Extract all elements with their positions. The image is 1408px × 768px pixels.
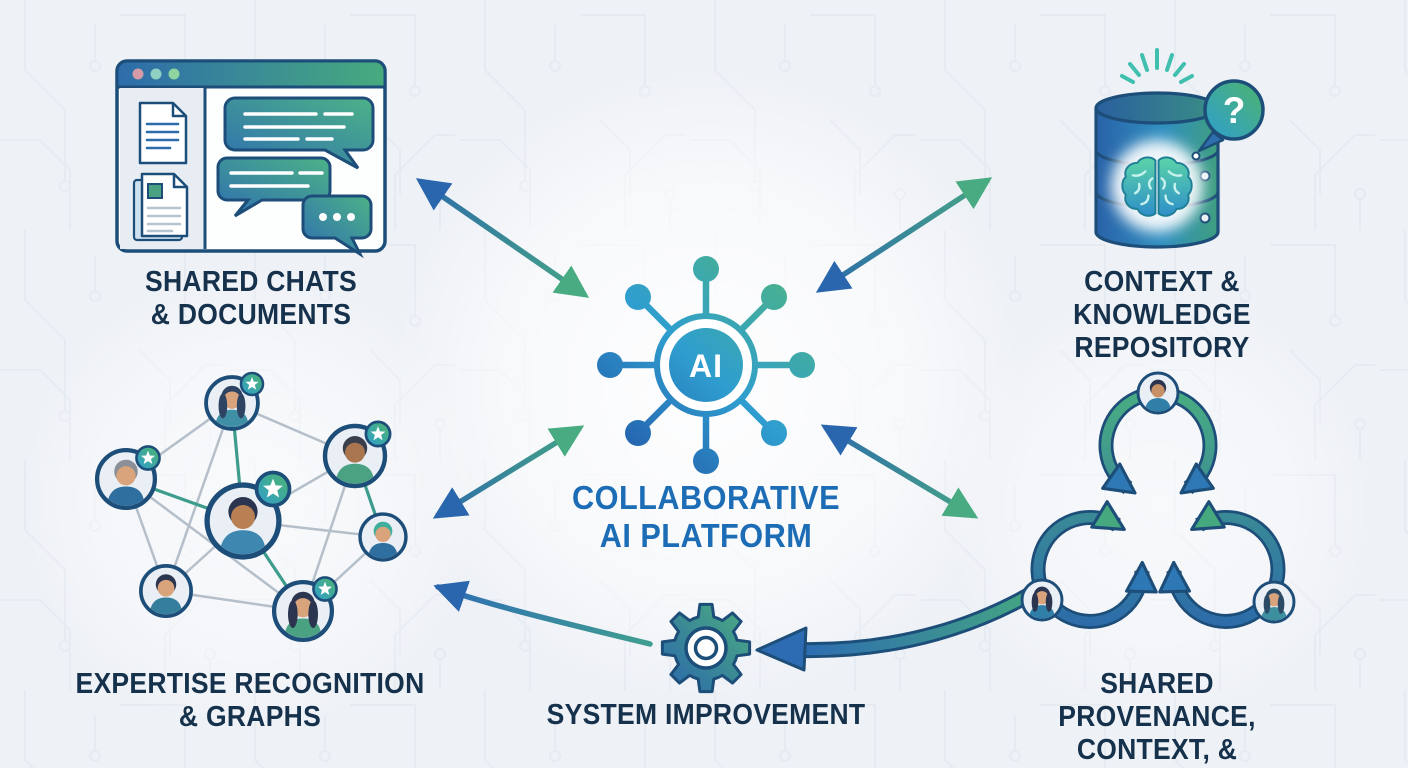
star-badge-icon (364, 420, 392, 448)
double-arrow-hub-loops (820, 424, 979, 519)
label-shared-chats-documents: SHARED CHATS & DOCUMENTS (145, 266, 357, 332)
database-icon: ? (1094, 48, 1265, 249)
double-arrow-hub-repository (815, 177, 993, 293)
question-mark-text: ? (1223, 90, 1246, 131)
gear-icon (660, 602, 752, 694)
curved-arrow-loops-to-gear (755, 580, 1049, 672)
star-badge-icon (312, 576, 338, 602)
star-badge-icon (135, 445, 161, 471)
window-dots (132, 68, 180, 80)
hub-disc (669, 328, 743, 402)
avatar-icon (1022, 580, 1062, 620)
window-titlebar (115, 59, 387, 89)
star-badge-icon (254, 470, 292, 508)
document-icon (138, 101, 188, 165)
label-context-knowledge-repository: CONTEXT & KNOWLEDGE REPOSITORY (1073, 266, 1251, 365)
browser-window-icon (115, 59, 387, 259)
label-collaborative-ai-platform: COLLABORATIVE AI PLATFORM (571, 479, 841, 555)
avatar-icon (141, 566, 191, 616)
avatar-icon (1138, 373, 1178, 413)
question-bubble-icon: ? (1191, 79, 1265, 161)
feedback-loops-icon (1022, 373, 1294, 629)
ai-hub-icon: AI (597, 256, 815, 474)
double-arrow-graph-hub (432, 425, 585, 519)
label-shared-provenance-feedback-loops: SHARED PROVENANCE, CONTEXT, & FEEDBACK L… (1058, 668, 1256, 768)
chat-bubble-icon (216, 156, 332, 218)
network-graph-icon (97, 371, 406, 640)
avatar-icon (360, 514, 406, 560)
chat-bubble-icon (223, 96, 375, 170)
ellipsis-chat-bubble-icon (301, 194, 373, 259)
stacked-document-icon (132, 172, 189, 242)
brain-icon (1111, 140, 1203, 232)
double-arrow-chats-hub (415, 178, 590, 298)
label-system-improvement: SYSTEM IMPROVEMENT (546, 699, 866, 731)
star-badge-icon (239, 371, 265, 397)
sparkle-rays-icon (1120, 48, 1194, 84)
curved-arrow-gear-to-graph (433, 580, 653, 647)
hub-ai-text: AI (689, 348, 723, 384)
label-expertise-recognition-graphs: EXPERTISE RECOGNITION & GRAPHS (75, 668, 425, 734)
avatar-icon (1254, 582, 1294, 622)
